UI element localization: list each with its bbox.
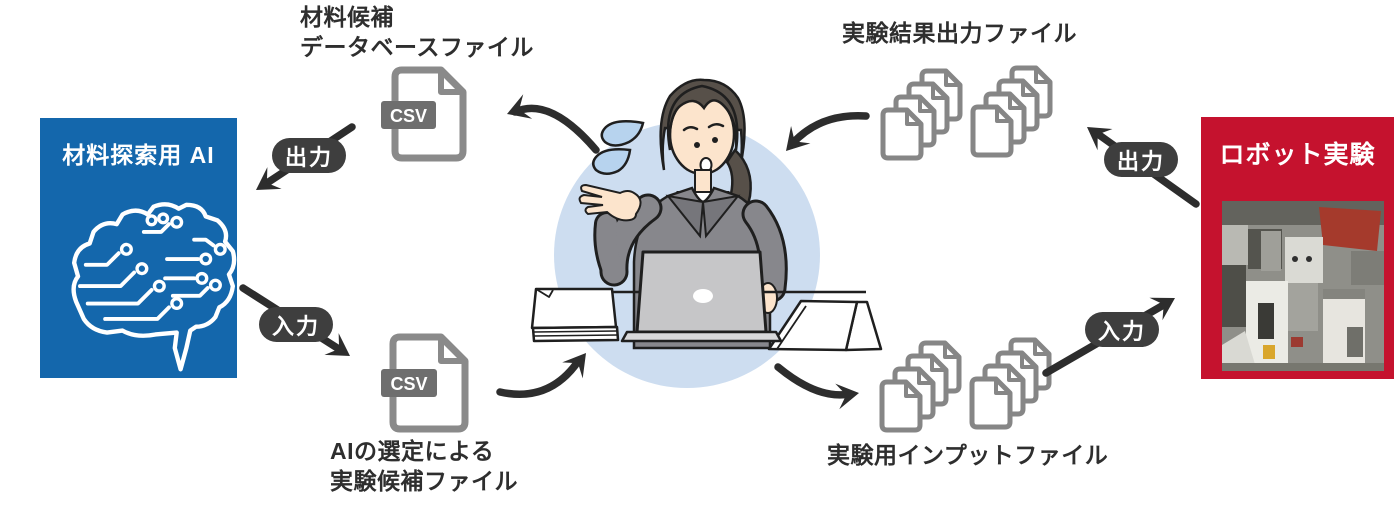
worker-raised-arm	[593, 193, 663, 287]
worker-open-hand	[578, 183, 642, 222]
robot-box-title: ロボット実験	[1219, 141, 1376, 169]
brain-circuit-icon	[71, 202, 237, 372]
csv-badge-label: CSV	[390, 106, 427, 126]
arrow-docs-to-worker	[776, 111, 870, 160]
robot-experiment-photo	[1222, 201, 1384, 371]
ai-box-title: 材料探索用 AI	[62, 142, 215, 168]
worker-bangs	[666, 84, 739, 151]
document-stack-inputs-2	[972, 340, 1049, 427]
csv-badge-label: CSV	[390, 374, 427, 394]
sweat-drops-icon	[592, 119, 645, 175]
label-experiment-inputs: 実験用インプットファイル	[827, 442, 1109, 468]
pill-ai-output: 出力	[272, 138, 346, 173]
ai-box: 材料探索用 AI	[40, 118, 237, 378]
arrow-worker-to-docs	[774, 363, 862, 410]
pill-robot-input: 入力	[1085, 312, 1159, 347]
arrow-csv-to-worker	[496, 344, 597, 398]
document-stack-inputs-1	[882, 343, 959, 430]
pill-ai-input: 入力	[259, 307, 333, 342]
worker-neck	[694, 169, 712, 193]
pill-robot-output: 出力	[1104, 142, 1178, 177]
label-ai-selected-candidates: AIの選定による 実験候補ファイル	[330, 438, 518, 494]
office-worker-illustration	[530, 78, 883, 388]
csv-file-icon-bottom: CSV	[381, 333, 469, 433]
folder-stack	[767, 299, 883, 352]
document-stack-results-2	[973, 68, 1050, 155]
paper-stack	[530, 287, 620, 343]
robot-box: ロボット実験	[1201, 117, 1394, 379]
arrow-worker-to-csv	[502, 94, 600, 154]
csv-file-icon-top: CSV	[381, 66, 467, 162]
label-material-candidate-db: 材料候補 データベースファイル	[300, 4, 534, 60]
worker-lapels	[665, 194, 741, 239]
document-stack-results-1	[883, 71, 960, 158]
label-experiment-results: 実験結果出力ファイル	[842, 20, 1077, 46]
laptop	[620, 250, 783, 343]
